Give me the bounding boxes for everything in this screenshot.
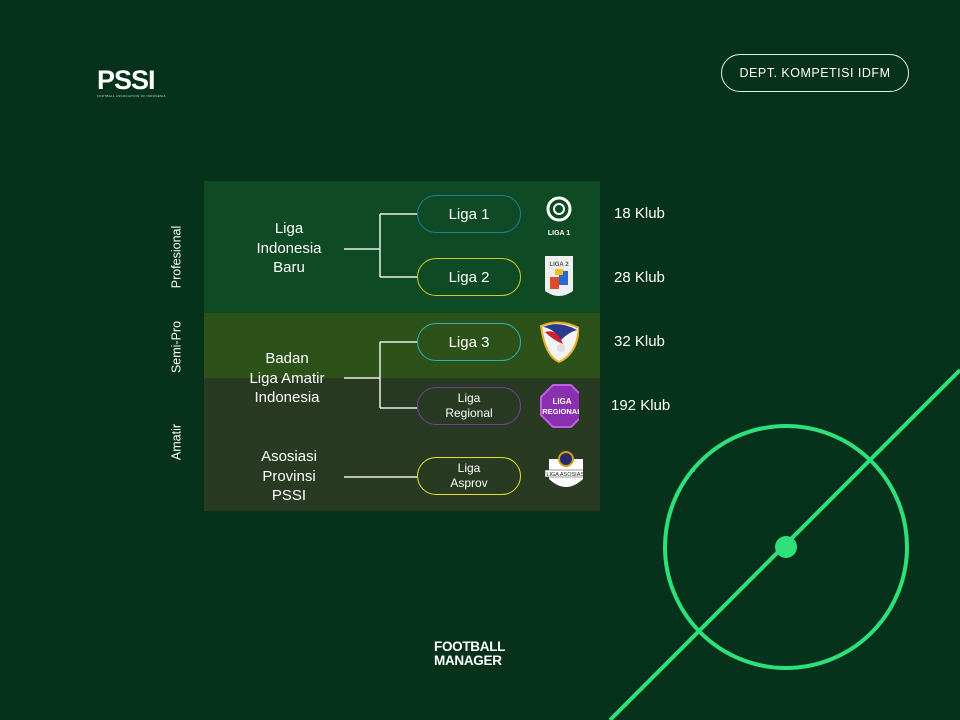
league-pill-liga-2[interactable]: Liga 2 xyxy=(417,258,521,296)
club-count-liga-regional: 192 Klub xyxy=(611,397,671,414)
liga-asosiasi-badge-icon: LIGA ASOSIASI xyxy=(543,449,583,495)
club-count-liga-1: 18 Klub xyxy=(614,205,665,222)
dept-badge: DEPT. KOMPETISI IDFM xyxy=(721,54,909,92)
league-pill-liga-3[interactable]: Liga 3 xyxy=(417,323,521,361)
liga-3-badge-icon xyxy=(539,318,579,364)
club-count-liga-2: 28 Klub xyxy=(614,269,665,286)
logo-subtext: FOOTBALL ASSOCIATION OF INDONESIA xyxy=(97,94,166,98)
tier-label: Semi-Pro xyxy=(169,320,184,374)
svg-text:REGIONAL: REGIONAL xyxy=(542,407,579,416)
svg-text:LIGA ASOSIASI: LIGA ASOSIASI xyxy=(546,472,583,478)
logo-text: PSSI xyxy=(97,65,156,95)
liga-1-badge-icon: LIGA 1 xyxy=(539,191,579,237)
svg-text:LIGA: LIGA xyxy=(552,397,571,406)
tier-label: Profesional xyxy=(169,225,184,289)
club-count-liga-3: 32 Klub xyxy=(614,333,665,350)
pssi-logo: PSSI FOOTBALL ASSOCIATION OF INDONESIA xyxy=(97,66,166,99)
dept-label: DEPT. KOMPETISI IDFM xyxy=(739,66,891,80)
liga-2-badge-icon: LIGA 2 xyxy=(539,254,579,300)
svg-text:LIGA 2: LIGA 2 xyxy=(549,262,569,268)
league-pill-liga-1[interactable]: Liga 1 xyxy=(417,195,521,233)
tier-label: Amatir xyxy=(169,423,184,461)
svg-text:LIGA 1: LIGA 1 xyxy=(548,230,570,237)
